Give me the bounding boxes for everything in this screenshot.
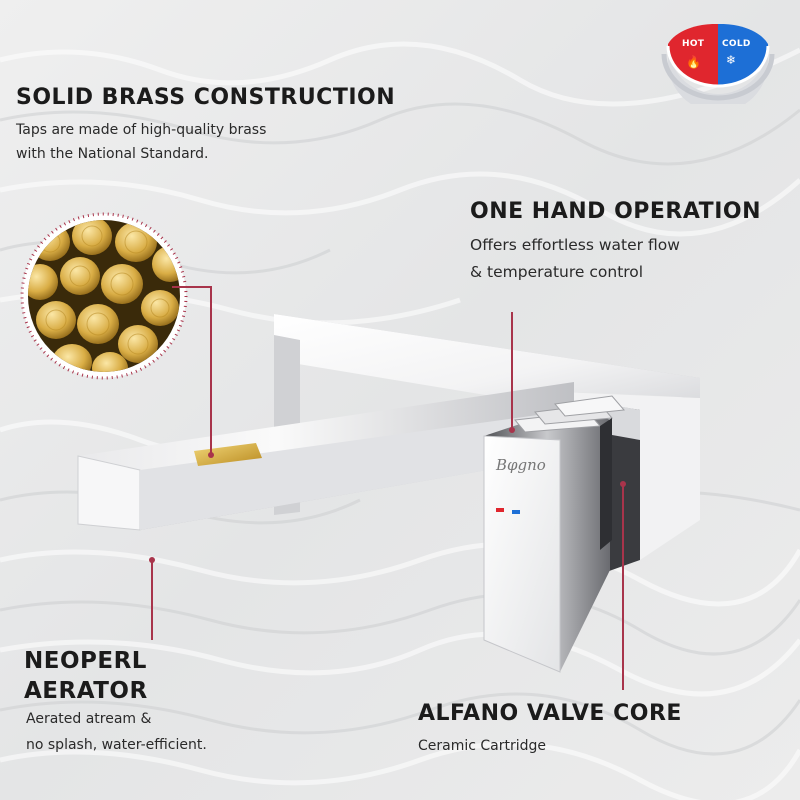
snowflake-icon: ❄ [726,53,737,67]
brand-logo: Bφgno [496,456,546,474]
valve-description: Ceramic Cartridge [418,734,546,758]
aerator-callout-line [151,560,153,640]
valve-description-line: Ceramic Cartridge [418,738,547,754]
aerator-description: Aerated atream & no splash, water-effici… [26,706,207,758]
one-hand-heading: ONE HAND OPERATION [470,199,761,224]
one-hand-description-line: & temperature control [470,263,644,281]
brass-callout-line-h [172,286,212,288]
aerator-heading-line: AERATOR [24,678,148,704]
one-hand-callout-dot [509,427,515,433]
flame-icon: 🔥 [686,55,701,69]
hot-cold-badge-graphic [661,23,775,112]
one-hand-description-line: Offers effortless water flow [470,236,680,254]
one-hand-callout-line [511,312,513,430]
aerator-heading: NEOPERL AERATOR [24,646,148,706]
cold-label: COLD [722,39,751,49]
brass-rods-image [20,212,188,380]
valve-callout-line [622,484,624,690]
brass-callout-line-v [210,286,212,456]
brass-heading: SOLID BRASS CONSTRUCTION [16,85,396,110]
brass-description-line: with the National Standard. [16,146,209,162]
hot-cold-badge: HOT COLD 🔥 ❄ [660,23,776,112]
brass-closeup [20,212,188,380]
valve-callout-dot [620,481,626,487]
valve-heading: ALFANO VALVE CORE [418,701,682,726]
aerator-callout-dot [149,557,155,563]
one-hand-description: Offers effortless water flow & temperatu… [470,232,680,286]
aerator-heading-line: NEOPERL [24,648,147,674]
brass-callout-dot [208,452,214,458]
aerator-description-line: Aerated atream & [26,711,152,727]
brass-description-line: Taps are made of high-quality brass [16,122,267,138]
brass-description: Taps are made of high-quality brass with… [16,118,266,166]
aerator-description-line: no splash, water-efficient. [26,737,207,753]
hot-label: HOT [682,39,705,49]
